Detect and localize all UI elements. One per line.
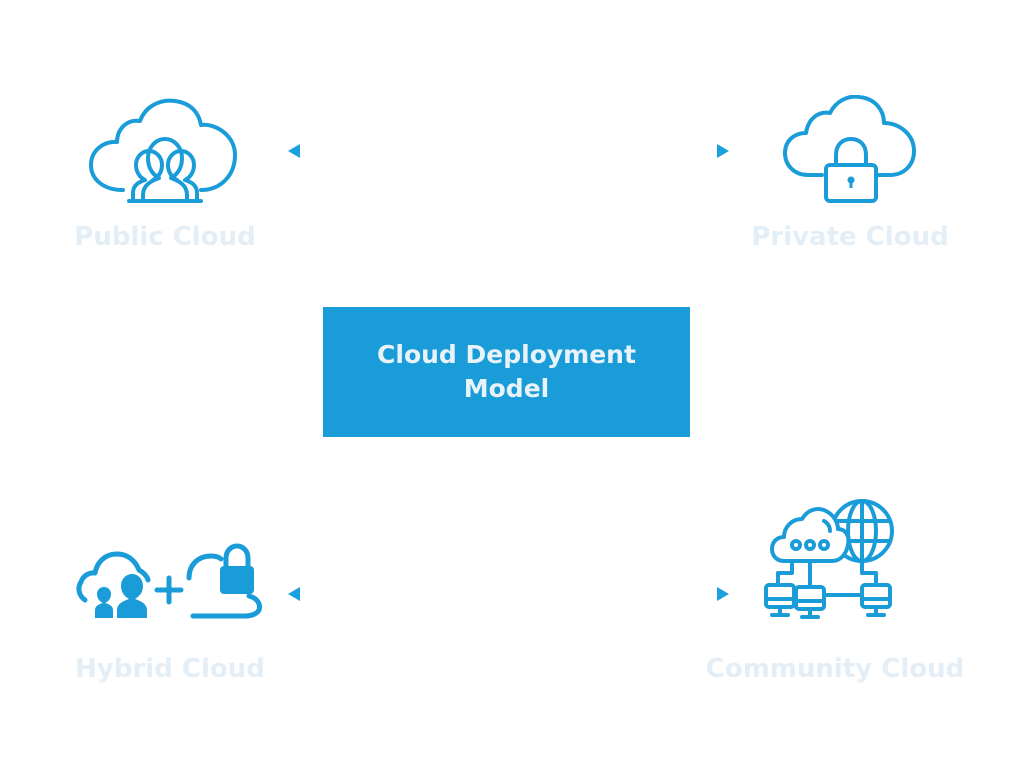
hybrid-cloud-icon (76, 543, 262, 619)
arrowhead-icon (717, 587, 729, 601)
connector-private (595, 144, 729, 307)
cloud-users-icon (89, 98, 237, 203)
connector-public (288, 144, 422, 307)
center-node: Cloud Deployment Model (323, 307, 690, 437)
node-label-private: Private Cloud (751, 222, 949, 252)
node-label-public: Public Cloud (74, 222, 256, 252)
cloud-lock-icon (783, 95, 916, 203)
arrowhead-icon (288, 144, 300, 158)
connector-community (595, 437, 729, 601)
cloud-network-globe-icon (764, 499, 894, 619)
arrowhead-icon (288, 587, 300, 601)
arrowhead-icon (717, 144, 729, 158)
connector-hybrid (288, 437, 422, 601)
node-label-community: Community Cloud (705, 654, 965, 684)
node-label-hybrid: Hybrid Cloud (75, 654, 265, 684)
center-title: Cloud Deployment Model (377, 340, 636, 403)
